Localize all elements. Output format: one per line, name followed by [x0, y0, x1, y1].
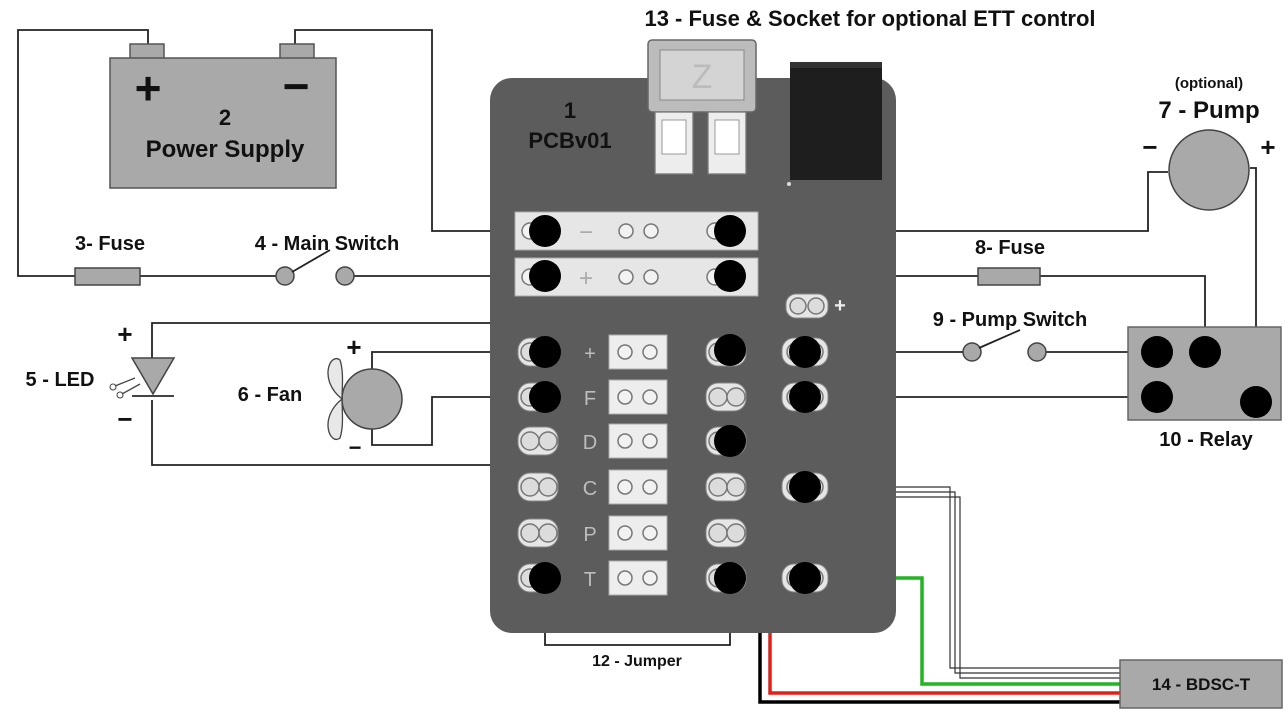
pcb-label: PCBv01 — [528, 128, 611, 153]
row-letter-t: T — [584, 569, 596, 591]
relay-label: 10 - Relay — [1159, 429, 1253, 451]
wire-fuse8-to-relay — [1040, 275, 1206, 350]
main-switch: 4 - Main Switch — [255, 233, 399, 286]
fan-label: 6 - Fan — [238, 384, 302, 406]
psu-minus-sign: − — [283, 60, 310, 112]
svg-text:Z: Z — [692, 58, 713, 96]
wire-psu-minus — [294, 29, 545, 232]
row-letter-d: D — [583, 432, 597, 454]
wire-psu-plus — [17, 29, 149, 277]
pcb-number: 1 — [564, 98, 576, 123]
led-minus-sign: − — [117, 404, 132, 434]
led-plus-sign: + — [117, 319, 132, 349]
power-supply: + − 2 Power Supply — [109, 43, 337, 189]
jumper-label: 12 - Jumper — [592, 653, 682, 670]
psu-label: Power Supply — [146, 136, 305, 163]
bdsc-label: 14 - BDSC-T — [1152, 675, 1251, 694]
fan-minus-sign: − — [349, 435, 362, 460]
fuse-8-label: 8- Fuse — [975, 237, 1045, 259]
wire-minus-rail-to-pump — [730, 171, 1168, 232]
relay: 10 - Relay — [1127, 326, 1282, 451]
pump: (optional) 7 - Pump − + — [1142, 75, 1276, 211]
fuse-3: 3- Fuse — [74, 233, 145, 286]
row-letters: + F D C P T — [583, 343, 597, 591]
pump-plus-sign: + — [1260, 132, 1275, 162]
pump-optional: (optional) — [1175, 75, 1243, 92]
jumper-pads — [608, 334, 668, 596]
pump-switch-label: 9 - Pump Switch — [933, 309, 1087, 331]
fuse-8: 8- Fuse — [975, 237, 1045, 286]
wire-fan-plus — [371, 351, 545, 370]
psu-plus-sign: + — [135, 62, 162, 114]
wire-pump-to-relay — [1250, 167, 1257, 402]
row-letter-c: C — [583, 478, 597, 500]
pump-label: 7 - Pump — [1158, 97, 1259, 124]
pcb-board: 1 PCBv01 Z − + + — [490, 39, 896, 633]
led: + − 5 - LED — [26, 319, 176, 434]
minus-rail-sign: − — [579, 219, 593, 246]
bdsc-t: 14 - BDSC-T — [1119, 659, 1283, 709]
plus-rail-sign: + — [579, 265, 593, 292]
main-switch-label: 4 - Main Switch — [255, 233, 399, 255]
diagram-title: 13 - Fuse & Socket for optional ETT cont… — [644, 6, 1095, 31]
psu-number: 2 — [219, 105, 231, 130]
plus-pin-header: + — [785, 293, 846, 319]
row-letter-p: P — [583, 524, 596, 546]
led-label: 5 - LED — [26, 369, 95, 391]
blade-fuse: Z — [647, 39, 757, 175]
fuse-3-label: 3- Fuse — [75, 233, 145, 255]
ett-socket — [790, 62, 882, 180]
row-letter-plus: + — [584, 343, 596, 365]
fan: + − 6 - Fan — [238, 332, 403, 460]
pin-plus-sign: + — [834, 295, 846, 317]
connection-dots — [529, 215, 821, 594]
pump-minus-sign: − — [1142, 132, 1157, 162]
fan-plus-sign: + — [346, 332, 361, 362]
pump-switch: 9 - Pump Switch — [933, 309, 1087, 362]
row-letter-f: F — [584, 388, 596, 410]
wire-fan-minus — [371, 396, 545, 446]
